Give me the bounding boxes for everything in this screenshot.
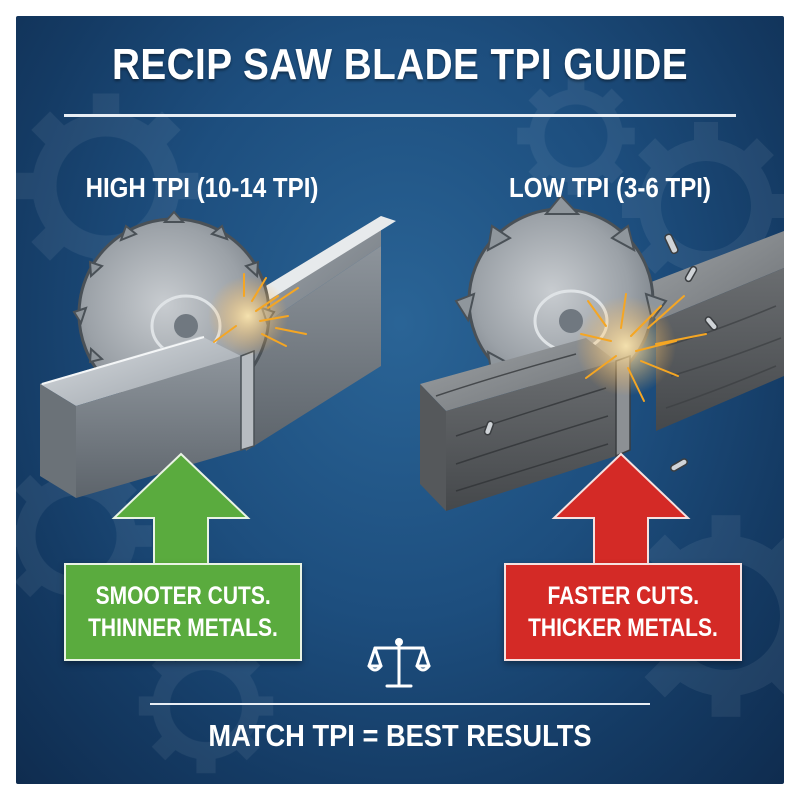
high-tpi-benefit-line: SMOOTER CUTS.	[95, 582, 271, 610]
high-tpi-benefit-line: THINNER METALS.	[88, 614, 278, 642]
high-tpi-illustration	[40, 210, 396, 498]
low-tpi-heading: LOW TPI (3-6 TPI)	[508, 172, 711, 203]
low-tpi-benefit-box: FASTER CUTS. THICKER METALS.	[504, 563, 742, 661]
footer-slogan: MATCH TPI = BEST RESULTS	[208, 718, 592, 753]
illustration	[16, 16, 784, 784]
footer-divider	[150, 703, 650, 705]
page-title: RECIP SAW BLADE TPI GUIDE	[111, 40, 689, 89]
balance-scale-icon	[367, 638, 431, 688]
high-tpi-heading: HIGH TPI (10-14 TPI)	[85, 172, 319, 203]
low-tpi-benefit-line: FASTER CUTS.	[547, 582, 699, 610]
high-tpi-benefit-box: SMOOTER CUTS. THINNER METALS.	[64, 563, 302, 661]
low-tpi-benefit-line: THICKER METALS.	[528, 614, 718, 642]
low-tpi-illustration	[420, 194, 784, 511]
tpi-guide-poster: RECIP SAW BLADE TPI GUIDE HIGH TPI (10-1…	[16, 16, 784, 784]
title-divider	[64, 114, 736, 117]
